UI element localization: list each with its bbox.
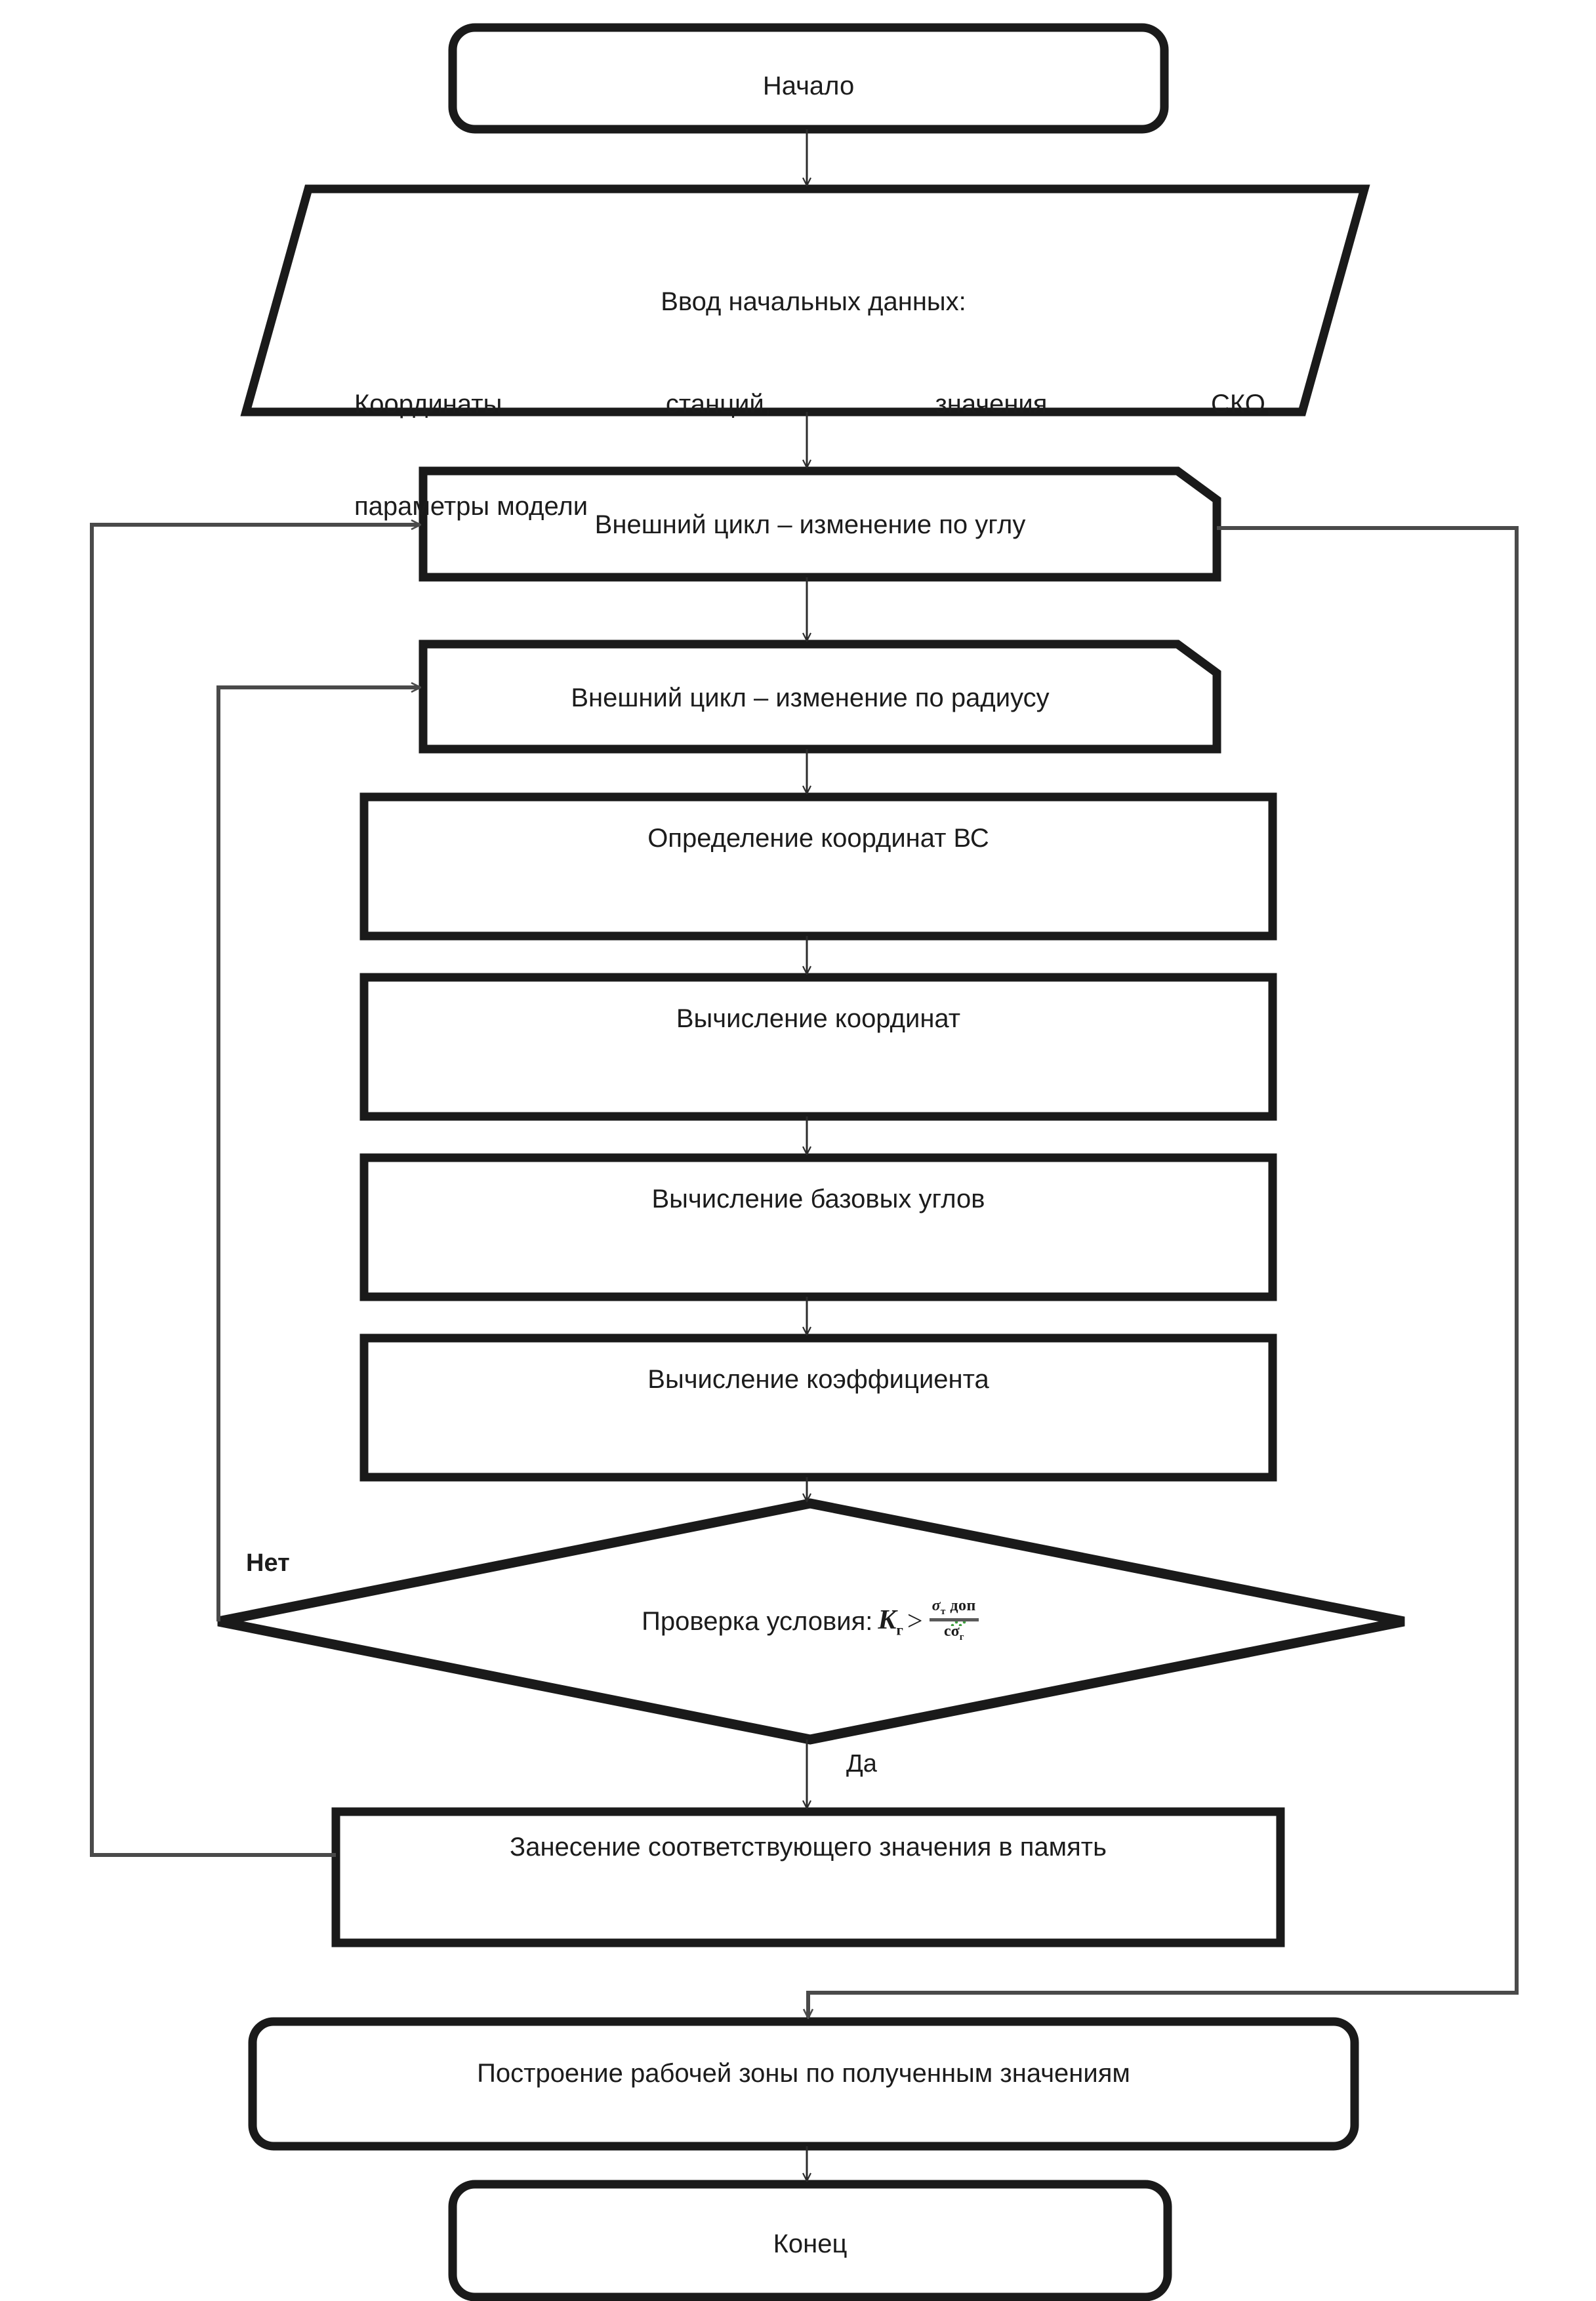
connector-condition-no-to-loop-radius	[216, 687, 420, 1621]
loop-angle-label: Внешний цикл – изменение по углу	[594, 510, 1026, 539]
shape-input	[240, 184, 1370, 417]
branch-label-no: Нет	[246, 1549, 290, 1577]
spellcheck-squiggle-icon	[950, 1621, 967, 1626]
shape-calc-base-angles	[359, 1153, 1277, 1301]
branch-label-yes: Да	[846, 1750, 877, 1778]
loop-radius-label: Внешний цикл – изменение по радиусу	[571, 683, 1050, 712]
input-block-text: Ввод начальных данных: Координаты станци…	[354, 216, 1273, 592]
shape-loop-radius	[419, 640, 1221, 754]
input-line-1: Ввод начальных данных:	[661, 287, 966, 316]
shape-define-coords	[359, 792, 1277, 941]
shape-end	[448, 2180, 1172, 2301]
condition-fraction: σт доп cσг	[929, 1597, 979, 1643]
connector-store-to-loop-angle	[90, 525, 420, 1857]
connector-loop-angle-to-build-zone	[808, 526, 1519, 2018]
condition-expression: Проверка условия: Kг > σт доп cσг	[482, 1587, 1138, 1656]
fraction-bar	[929, 1618, 979, 1621]
shape-build-zone	[248, 2017, 1359, 2151]
build-zone-label: Построение рабочей зоны по полученным зн…	[477, 2059, 1130, 2088]
condition-lhs: Kг	[878, 1604, 903, 1639]
define-coords-label: Определение координат ВС	[647, 824, 989, 853]
start-label: Начало	[762, 71, 855, 100]
input-line-3: параметры модели	[354, 492, 588, 521]
calc-base-angles-label: Вычисление базовых углов	[651, 1185, 985, 1213]
store-label: Занесение соответствующего значения в па…	[510, 1833, 1107, 1862]
shape-calc-coefficient	[359, 1334, 1277, 1482]
shape-calc-coords	[359, 973, 1277, 1121]
input-line-2: Координаты станций, значения СКО,	[354, 390, 1273, 418]
condition-denominator: cσг	[941, 1621, 967, 1642]
shape-store	[331, 1807, 1285, 1947]
condition-prefix: Проверка условия:	[642, 1606, 873, 1636]
condition-operator: >	[907, 1606, 923, 1637]
end-label: Конец	[773, 2230, 848, 2258]
condition-numerator: σт доп	[931, 1597, 976, 1617]
calc-coefficient-label: Вычисление коэффициента	[647, 1365, 989, 1394]
shape-loop-angle	[419, 466, 1221, 582]
shape-start	[448, 23, 1169, 134]
calc-coords-label: Вычисление координат	[676, 1004, 961, 1033]
shape-condition	[217, 1498, 1405, 1745]
